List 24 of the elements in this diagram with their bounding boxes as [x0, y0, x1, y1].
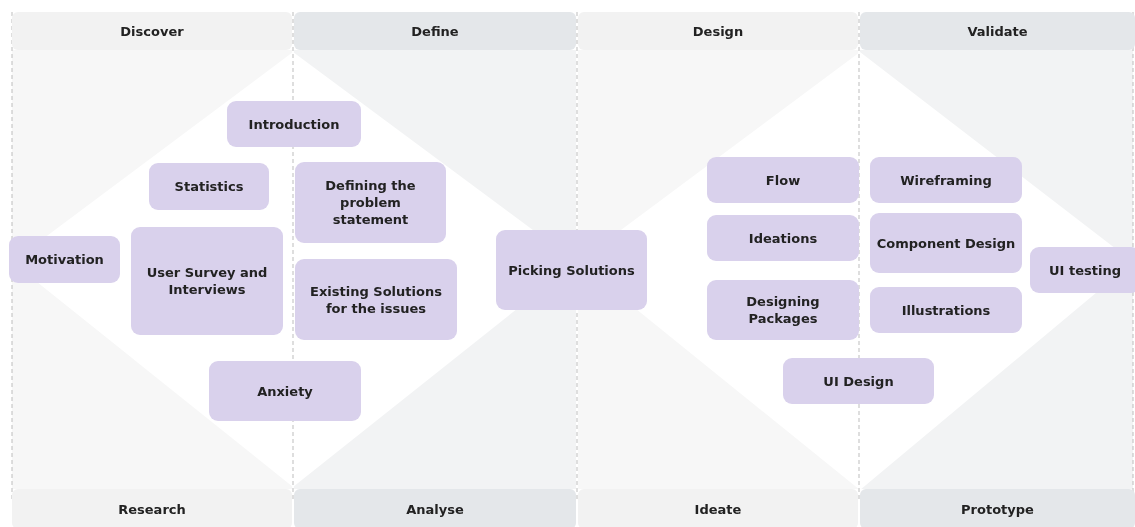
topic-box: Picking Solutions — [496, 230, 647, 310]
topic-box: Component Design — [870, 213, 1022, 273]
column-header: Discover — [12, 12, 292, 50]
column-footer: Research — [12, 489, 292, 527]
column-header: Design — [578, 12, 858, 50]
topic-box: UI Design — [783, 358, 934, 404]
topic-box: Existing Solutions for the issues — [295, 259, 457, 340]
topic-box: Anxiety — [209, 361, 361, 421]
topic-box: Statistics — [149, 163, 269, 210]
column-footer: Analyse — [294, 489, 576, 527]
topic-box: Ideations — [707, 215, 859, 261]
topic-box: Designing Packages — [707, 280, 859, 340]
column-footer: Prototype — [860, 489, 1135, 527]
topic-box: User Survey and Interviews — [131, 227, 283, 335]
topic-box: Introduction — [227, 101, 361, 147]
topic-box: Motivation — [9, 236, 120, 283]
topic-box: Wireframing — [870, 157, 1022, 203]
topic-box: Illustrations — [870, 287, 1022, 333]
column-footer: Ideate — [578, 489, 858, 527]
column-header: Validate — [860, 12, 1135, 50]
topic-box: UI testing — [1030, 247, 1135, 293]
topic-box: Flow — [707, 157, 859, 203]
topic-box: Defining the problem statement — [295, 162, 446, 243]
column-header: Define — [294, 12, 576, 50]
